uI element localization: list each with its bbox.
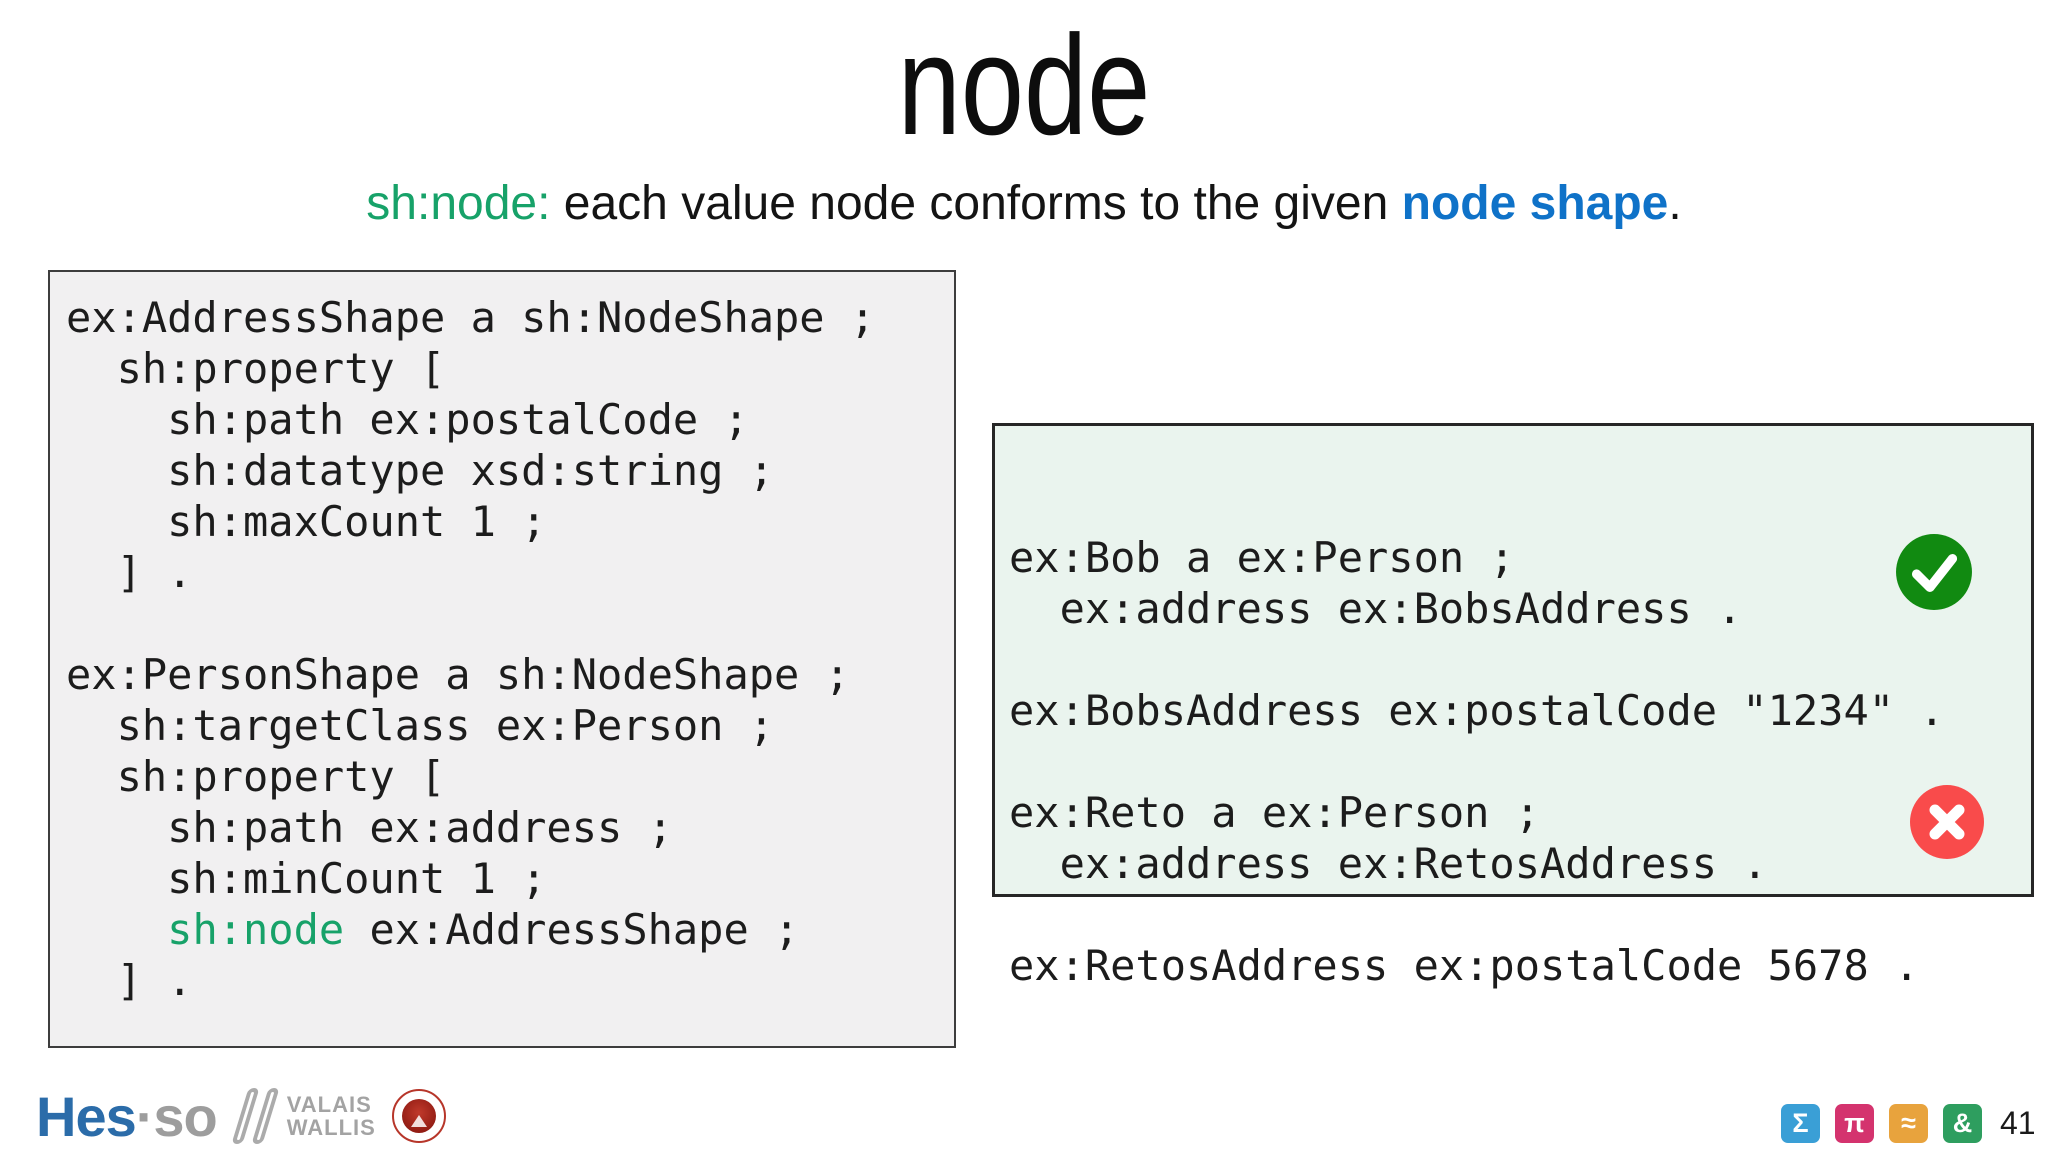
- slide-title: node: [897, 6, 1151, 165]
- code-line: sh:path ex:postalCode ;: [66, 394, 954, 445]
- seal-emblem-icon: [401, 1099, 436, 1133]
- hesso-slashes-icon: [231, 1088, 280, 1144]
- page-number: 41: [2000, 1105, 2036, 1141]
- code-line: ex:address ex:RetosAddress .: [1009, 838, 2031, 889]
- code-line: sh:path ex:address ;: [66, 802, 954, 853]
- code-token: ex:Bob a ex:Person ;: [1009, 533, 1515, 582]
- approx-icon: ≈: [1889, 1104, 1928, 1143]
- rdf-data-code-block: ex:Bob a ex:Person ; ex:address ex:BobsA…: [992, 423, 2034, 990]
- hesso-brand-hes: Hes: [36, 1084, 137, 1148]
- code-line: [1009, 889, 2031, 940]
- subtitle-segment: sh:node:: [366, 177, 551, 230]
- code-line: sh:datatype xsd:string ;: [66, 445, 954, 496]
- code-token: ex:AddressShape ;: [344, 905, 800, 954]
- code-token: ] .: [66, 548, 193, 597]
- code-token: sh:minCount 1 ;: [66, 854, 547, 903]
- invalid-cross-icon: [1909, 686, 1985, 859]
- code-token: sh:maxCount 1 ;: [66, 497, 547, 546]
- code-token: ex:AddressShape a sh:NodeShape ;: [66, 293, 876, 342]
- code-line: [66, 598, 954, 649]
- code-line: ex:PersonShape a sh:NodeShape ;: [66, 649, 954, 700]
- hesso-region-text: VALAIS WALLIS: [287, 1093, 376, 1139]
- slide-subtitle: sh:node: each value node conforms to the…: [0, 176, 2048, 231]
- code-line: sh:property [: [66, 343, 954, 394]
- code-line: ] .: [66, 955, 954, 1006]
- seal-logo: [391, 1089, 446, 1143]
- code-line: sh:node ex:AddressShape ;: [66, 904, 954, 955]
- code-line: sh:maxCount 1 ;: [66, 496, 954, 547]
- code-token: ex:Reto a ex:Person ;: [1009, 788, 1541, 837]
- code-token: sh:path ex:address ;: [66, 803, 673, 852]
- code-line: [1009, 634, 2031, 685]
- code-token: sh:path ex:postalCode ;: [66, 395, 749, 444]
- code-token: sh:datatype xsd:string ;: [66, 446, 775, 495]
- code-token: ex:address ex:RetosAddress .: [1009, 839, 1768, 888]
- code-line: sh:property [: [66, 751, 954, 802]
- code-line: ex:Bob a ex:Person ;: [1009, 532, 2031, 583]
- ampersand-icon: &: [1943, 1104, 1982, 1143]
- code-token: ex:address ex:BobsAddress .: [1009, 584, 1743, 633]
- valid-check-icon: [1895, 435, 1973, 610]
- code-token: ] .: [66, 956, 193, 1005]
- hesso-logo: Hes·so VALAIS WALLIS: [36, 1084, 446, 1148]
- code-line: ex:BobsAddress ex:postalCode "1234" .: [1009, 685, 2031, 736]
- hesso-brand: Hes·so: [36, 1084, 218, 1149]
- code-line: [1009, 736, 2031, 787]
- sigma-icon: Σ: [1781, 1104, 1820, 1143]
- code-token: ex:PersonShape a sh:NodeShape ;: [66, 650, 850, 699]
- code-line: ex:Reto a ex:Person ;: [1009, 787, 2031, 838]
- code-token: ex:RetosAddress ex:postalCode 5678 .: [1009, 941, 1920, 990]
- code-line: ex:RetosAddress ex:postalCode 5678 .: [1009, 940, 2031, 991]
- code-token: sh:property [: [66, 344, 446, 393]
- code-token: sh:targetClass ex:Person ;: [66, 701, 775, 750]
- shacl-shapes-code-block: ex:AddressShape a sh:NodeShape ; sh:prop…: [48, 270, 956, 1048]
- subtitle-segment: node shape: [1401, 177, 1669, 230]
- code-token: sh:property [: [66, 752, 446, 801]
- hesso-region-wallis: WALLIS: [286, 1115, 376, 1140]
- code-line: ex:AddressShape a sh:NodeShape ;: [66, 292, 954, 343]
- code-line: ] .: [66, 547, 954, 598]
- hesso-brand-so: ·so: [135, 1084, 218, 1148]
- code-token: ex:BobsAddress ex:postalCode "1234" .: [1009, 686, 1945, 735]
- code-line: sh:minCount 1 ;: [66, 853, 954, 904]
- code-line: sh:targetClass ex:Person ;: [66, 700, 954, 751]
- subtitle-segment: each value node conforms to the given: [550, 177, 1402, 230]
- code-token-green: sh:node: [167, 905, 345, 954]
- pi-icon: π: [1835, 1104, 1874, 1143]
- code-line: ex:address ex:BobsAddress .: [1009, 583, 2031, 634]
- hesso-region-valais: VALAIS: [286, 1092, 372, 1117]
- code-token: [66, 905, 167, 954]
- subtitle-segment: .: [1668, 177, 1682, 230]
- rdf-data-code-lines: ex:Bob a ex:Person ; ex:address ex:BobsA…: [1009, 532, 2031, 991]
